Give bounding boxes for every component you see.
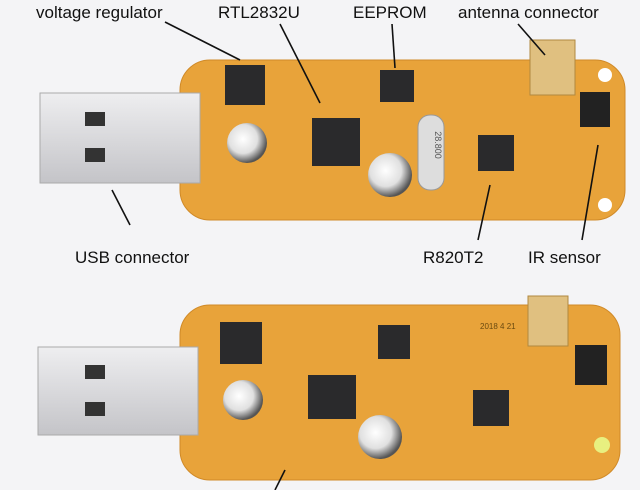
date-marking: 2018 4 21 bbox=[480, 322, 516, 331]
label-voltage-regulator: voltage regulator bbox=[36, 3, 163, 22]
antenna-connector bbox=[529, 39, 576, 96]
ir-sensor bbox=[580, 92, 610, 127]
label-eeprom: EEPROM bbox=[353, 3, 427, 22]
crystal bbox=[417, 114, 445, 191]
leader-arrows bbox=[111, 21, 599, 490]
top-board bbox=[39, 39, 626, 221]
label-r820t2: R820T2 bbox=[423, 248, 484, 267]
rtl2832u-chip bbox=[312, 118, 360, 166]
label-ir-sensor: IR sensor bbox=[528, 248, 601, 267]
label-rtl2832u: RTL2832U bbox=[218, 3, 300, 22]
voltage-regulator-chip bbox=[225, 65, 265, 105]
label-usb-connector: USB connector bbox=[75, 248, 190, 267]
label-antenna-connector: antenna connector bbox=[458, 3, 599, 22]
bottom-board bbox=[37, 295, 621, 481]
capacitor bbox=[227, 123, 267, 163]
eeprom-chip bbox=[380, 70, 414, 102]
crystal-marking: 28.800 bbox=[432, 131, 443, 159]
capacitor bbox=[368, 153, 412, 197]
r820t2-chip bbox=[478, 135, 514, 171]
usb-connector-top bbox=[39, 92, 201, 184]
